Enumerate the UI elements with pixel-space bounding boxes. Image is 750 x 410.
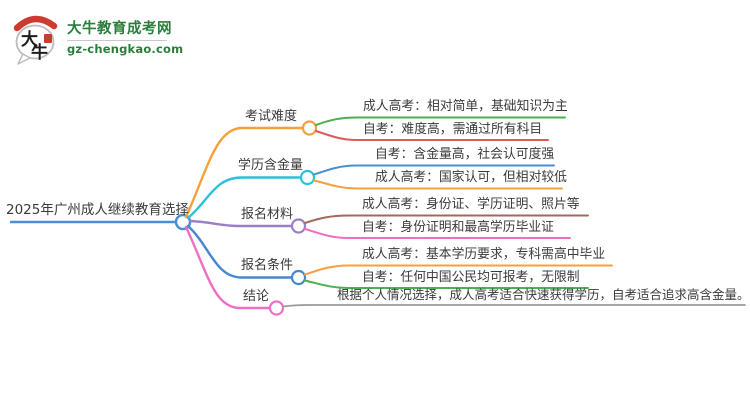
leaf-line-zikao-hard <box>315 130 549 141</box>
leaf-line-zikao-materials <box>304 228 571 239</box>
logo-divider <box>67 39 167 41</box>
branch-line-degree-value <box>186 176 302 220</box>
leaf-zikao-value: 自考：含金量高，社会认可度强 <box>375 147 555 162</box>
leaf-zikao-conditions: 自考：任何中国公民均可报考，无限制 <box>362 270 580 285</box>
red-seal <box>44 34 52 43</box>
branch-circle-conclusion <box>268 300 285 316</box>
root-node-label: 2025年广州成人继续教育选择 <box>6 202 189 218</box>
site-url: gz-chengkao.com <box>67 41 184 56</box>
branch-circle-materials <box>290 218 307 234</box>
leaf-line-zikao-value <box>313 164 555 176</box>
leaf-chengkao-conditions: 成人高考：基本学历要求，专科需高中毕业 <box>362 247 606 262</box>
leaf-chengkao-materials: 成人高考：身份证、学历证明、照片等 <box>362 197 580 212</box>
icon-char-top: 大 <box>21 29 38 50</box>
leaf-line-chengkao-materials <box>304 214 589 224</box>
leaf-line-chengkao-conditions <box>304 264 613 276</box>
branch-label-materials: 报名材料 <box>241 207 294 222</box>
branch-line-exam-difficulty <box>184 126 304 219</box>
branch-line-conclusion <box>184 225 271 310</box>
leaf-zikao-hard: 自考：难度高，需通过所有科目 <box>363 122 543 137</box>
branch-circle-conditions <box>290 269 307 286</box>
branch-label-degree-value: 学历含金量 <box>238 158 304 173</box>
daniu-bubble-icon: 大 牛 <box>13 15 58 65</box>
icon-char-bottom: 牛 <box>31 42 48 63</box>
leaf-line-chengkao-value <box>313 179 563 190</box>
branch-line-materials <box>188 219 293 228</box>
red-arc <box>13 15 58 32</box>
branch-label-conditions: 报名条件 <box>241 258 294 273</box>
leaf-zikao-materials: 自考：身份证明和最高学历毕业证 <box>362 220 554 235</box>
leaf-line-zikao-conditions <box>304 279 589 289</box>
leaf-conclusion-text: 根据个人情况选择，成人高考适合快速获得学历，自考适合追求高含金量。 <box>337 287 750 302</box>
leaf-chengkao-value: 成人高考：国家认可，但相对较低 <box>375 170 567 185</box>
leaf-line-conclusion-text <box>282 304 746 308</box>
logo-text: 大牛教育成考网 gz-chengkao.com <box>67 8 183 56</box>
leaf-line-chengkao-simple <box>315 116 566 126</box>
branch-label-conclusion: 结论 <box>243 289 270 304</box>
branch-line-conditions <box>186 224 293 279</box>
leaf-chengkao-simple: 成人高考：相对简单，基础知识为主 <box>363 99 568 114</box>
branch-circle-degree-value <box>299 169 316 186</box>
branch-label-exam-difficulty: 考试难度 <box>245 109 298 124</box>
branch-circle-exam-difficulty <box>301 120 318 136</box>
site-name: 大牛教育成考网 <box>67 21 172 37</box>
site-logo: 大 牛 大牛教育成考网 gz-chengkao.com <box>10 8 183 66</box>
